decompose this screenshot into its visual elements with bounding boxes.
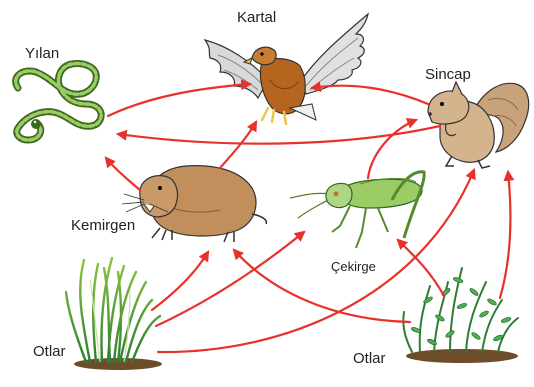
rodent-icon <box>122 166 266 242</box>
arrow-otlarleft-to-kemirgen <box>152 252 208 310</box>
arrow-kemirgen-to-yilan <box>106 158 140 190</box>
arrow-otlarleft-to-cekirge <box>156 232 304 326</box>
label-yilan: Yılan <box>25 46 59 61</box>
arrow-otlarright-to-sincap <box>500 172 510 298</box>
arrow-yilan-to-kartal <box>108 84 250 116</box>
arrow-cekirge-to-sincap <box>368 120 416 178</box>
label-sincap: Sincap <box>425 67 471 82</box>
arrow-sincap-to-kartal <box>312 86 428 104</box>
label-otlar-right: Otlar <box>353 351 386 366</box>
grass-left-icon <box>66 258 162 370</box>
snake-icon <box>16 63 102 140</box>
grass-right-icon <box>403 268 518 363</box>
label-cekirge: Çekirge <box>331 260 376 273</box>
eagle-icon <box>205 14 368 124</box>
arrow-otlarright-to-kemirgen <box>234 250 410 322</box>
squirrel-icon <box>428 82 529 168</box>
label-otlar-left: Otlar <box>33 344 66 359</box>
label-kemirgen: Kemirgen <box>71 218 135 233</box>
label-kartal: Kartal <box>237 10 276 25</box>
grasshopper-icon <box>290 172 424 248</box>
arrow-kemirgen-to-kartal <box>220 122 256 168</box>
